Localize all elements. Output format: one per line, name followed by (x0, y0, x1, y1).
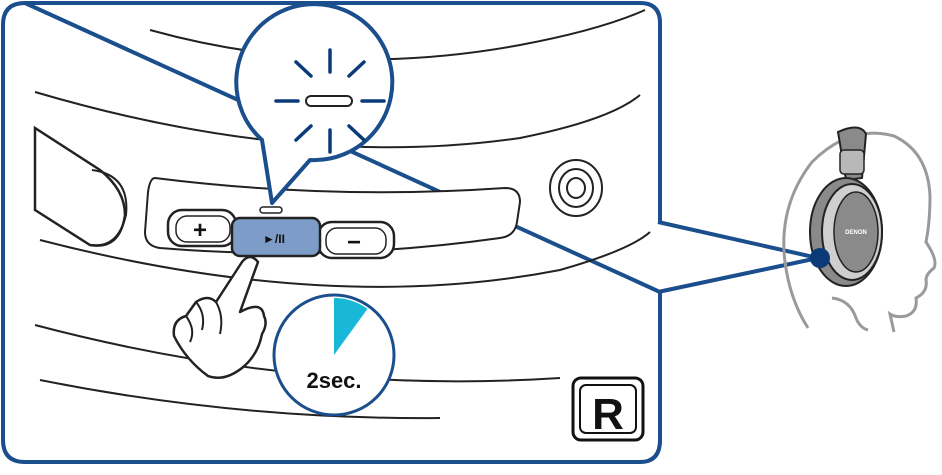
pointing-hand-icon (172, 255, 267, 379)
head-outline (782, 131, 937, 333)
headphone-icon: DENON (809, 126, 883, 287)
hold-timer: 2sec. (272, 293, 396, 417)
play-pause-button[interactable]: ►/II (230, 216, 322, 258)
led-blinking-icon (274, 48, 386, 154)
led-indicator (259, 206, 283, 214)
headband-arm (33, 125, 128, 247)
volume-down-button[interactable]: − (316, 220, 396, 260)
location-marker (810, 248, 830, 268)
headband-curves (34, 9, 651, 420)
play-pause-label: ►/II (263, 232, 285, 246)
timer-label: 2sec. (306, 368, 361, 393)
brand-label: DENON (845, 230, 867, 236)
volume-down-label: − (347, 229, 361, 256)
connector-lines (657, 220, 819, 294)
volume-up-label: + (193, 217, 207, 244)
right-side-badge: R (571, 376, 645, 442)
side-badge-label: R (592, 390, 624, 439)
timer-wedge (334, 298, 368, 355)
volume-up-button[interactable]: + (166, 208, 238, 248)
audio-jack-icon (549, 159, 603, 217)
